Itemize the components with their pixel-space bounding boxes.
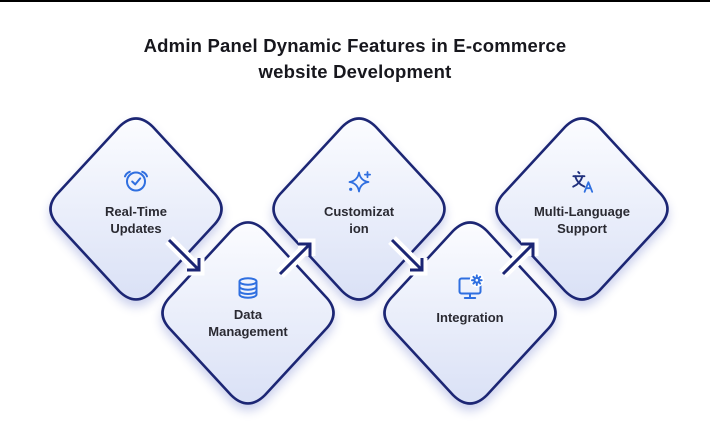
down-right-arrow-icon — [167, 238, 201, 272]
node-multi-language-support: Multi-Language Support — [495, 117, 669, 301]
monitor-gear-icon — [458, 273, 484, 299]
sparkle-stars-icon — [348, 171, 371, 193]
alarm-clock-check-icon — [124, 170, 148, 192]
page-title-line1: Admin Panel Dynamic Features in E-commer… — [143, 35, 567, 56]
node-label: Management — [208, 324, 288, 339]
arrow-customization-to-integration — [388, 236, 428, 276]
translate-icon — [572, 171, 594, 193]
node-label: Customizat — [324, 204, 395, 219]
node-label: Data — [234, 307, 263, 322]
arrow-real-time-to-data — [165, 236, 205, 276]
arrow-integration-to-multilanguage — [499, 238, 539, 278]
page-title: Admin Panel Dynamic Features in E-commer… — [0, 33, 710, 85]
node-label: Real-Time — [105, 204, 167, 219]
down-right-arrow-icon — [390, 238, 424, 272]
node-label: Integration — [436, 310, 503, 325]
database-icon — [238, 277, 258, 299]
diamond-shape-multi-language-support — [495, 117, 669, 301]
up-right-arrow-icon — [278, 242, 312, 276]
gear-glyph — [471, 274, 483, 286]
arrow-data-to-customization — [276, 238, 316, 278]
top-border-line — [0, 0, 710, 2]
node-label: Multi-Language — [534, 204, 630, 219]
page-title-line2: website Development — [258, 61, 452, 82]
node-label: Support — [557, 221, 607, 236]
node-label: ion — [349, 221, 369, 236]
node-label: Updates — [110, 221, 161, 236]
up-right-arrow-icon — [501, 242, 535, 276]
